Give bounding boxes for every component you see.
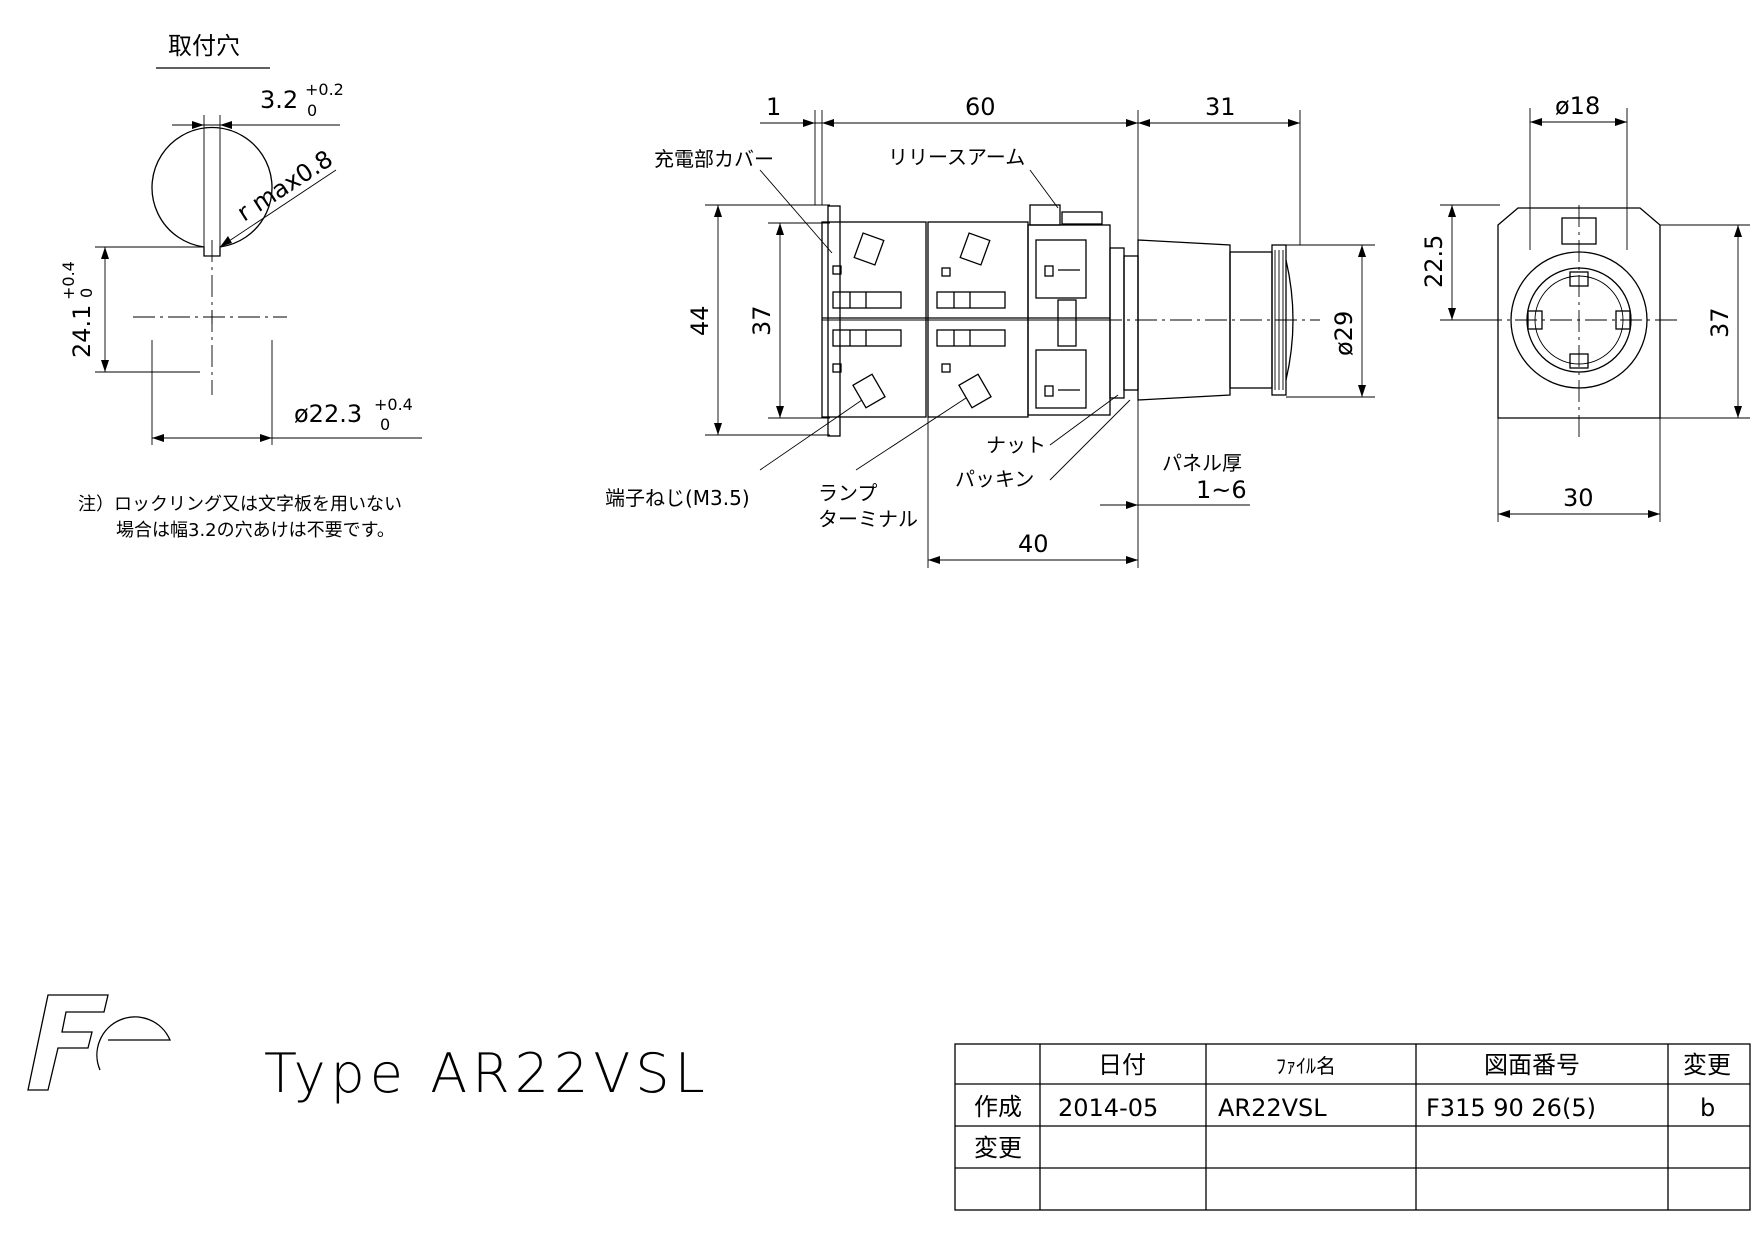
title-block: 日付 ﾌｧｲﾙ名 図面番号 変更 作成 2014-05 AR22VSL F315…	[954, 1043, 1751, 1211]
tb-row-created-file: AR22VSL	[1218, 1094, 1327, 1122]
mounting-hole-title: 取付穴	[168, 32, 240, 60]
label-panel-range: 1~6	[1196, 476, 1247, 504]
dim-front-height: 37	[1706, 307, 1734, 338]
slot-width-dim: 3.2	[260, 86, 298, 114]
dim-height-total: 44	[686, 305, 714, 336]
tb-header-drawing-no: 図面番号	[1484, 1051, 1580, 1079]
tb-row-created-revision: b	[1700, 1094, 1715, 1122]
slot-width-tol-upper: +0.2	[305, 80, 344, 99]
front-view: ø18 22.5 37 30	[1420, 92, 1750, 522]
label-panel-thickness: パネル厚	[1162, 451, 1242, 475]
tb-row-changed-label: 変更	[974, 1134, 1022, 1162]
tb-row-created-drawing-no: F315 90 26(5)	[1426, 1094, 1596, 1122]
fe-logo	[27, 994, 171, 1091]
tb-header-revision: 変更	[1683, 1051, 1731, 1079]
label-lamp-terminal-line1: ランプ	[818, 481, 877, 505]
label-nut: ナット	[986, 433, 1046, 457]
hole-height-dim: 24.1	[68, 305, 96, 358]
dim-front-width: 30	[1563, 484, 1594, 512]
tb-header-date: 日付	[1098, 1051, 1146, 1079]
dim-panel-to-back: 40	[1018, 530, 1049, 558]
mounting-hole-view: 取付穴 3.2 +0.2 0 r max0.8 24.1 +0.4 0	[59, 32, 422, 541]
hole-diameter-tol-upper: +0.4	[374, 395, 413, 414]
label-lamp-terminal-line2: ターミナル	[818, 507, 918, 531]
type-label: Type AR22VSL	[264, 1042, 710, 1105]
tb-row-created-label: 作成	[974, 1093, 1022, 1121]
label-terminal-screw: 端子ねじ(M3.5)	[605, 486, 750, 510]
tb-header-file: ﾌｧｲﾙ名	[1276, 1054, 1336, 1078]
label-release-arm: リリースアーム	[888, 145, 1025, 169]
mounting-note-line2: 場合は幅3.2の穴あけは不要です。	[116, 520, 395, 541]
label-packing: パッキン	[955, 467, 1034, 491]
dim-front-half: 22.5	[1420, 235, 1448, 288]
hole-height-tol-upper: +0.4	[59, 261, 78, 300]
hole-diameter-tol-lower: 0	[380, 415, 390, 434]
hole-diameter-dim: ø22.3	[294, 400, 362, 428]
dim-cover: 1	[766, 93, 781, 121]
dim-head-diameter: ø29	[1330, 311, 1358, 356]
tb-row-created-date: 2014-05	[1058, 1094, 1158, 1122]
mounting-note-line1: 注）ロックリング又は文字板を用いない	[78, 494, 402, 515]
hole-height-tol-lower: 0	[77, 288, 96, 298]
dim-head-length: 31	[1205, 93, 1236, 121]
dim-front-top: ø18	[1555, 92, 1600, 120]
dim-height-body: 37	[748, 305, 776, 336]
mounting-hole-outline	[151, 126, 273, 257]
dim-body-length: 60	[965, 93, 996, 121]
corner-radius-dim: r max0.8	[232, 145, 338, 227]
switch-body	[821, 204, 1139, 437]
slot-width-tol-lower: 0	[307, 101, 317, 120]
label-charging-cover: 充電部カバー	[654, 147, 774, 171]
side-view: 1 60 31 44 37	[605, 93, 1375, 568]
